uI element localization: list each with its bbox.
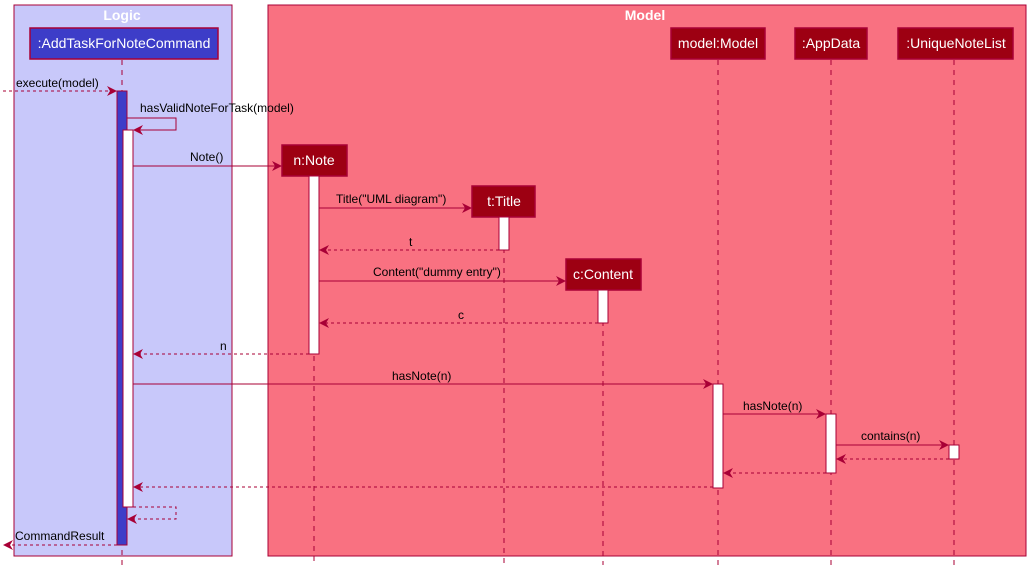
model-group-title: Model: [625, 7, 665, 23]
participant-title-label: t:Title: [487, 193, 521, 209]
label-has-valid: hasValidNoteForTask(model): [140, 101, 294, 115]
activation-notelist: [948, 444, 960, 460]
participant-content-label: c:Content: [573, 266, 633, 282]
label-contains: contains(n): [861, 429, 920, 443]
participant-notelist-label: :UniqueNoteList: [906, 35, 1006, 51]
label-note-ctor: Note(): [190, 150, 223, 164]
label-title-ret: t: [409, 235, 413, 249]
activation-note: [308, 175, 320, 355]
participant-title: t:Title: [471, 185, 536, 218]
participant-content: c:Content: [565, 258, 642, 291]
label-content-ctor: Content("dummy entry"): [373, 265, 501, 279]
participant-model-label: model:Model: [678, 35, 758, 51]
participant-appdata: :AppData: [794, 27, 868, 60]
activation-content: [597, 289, 609, 324]
participant-note: n:Note: [281, 144, 348, 177]
participant-model: model:Model: [670, 27, 766, 60]
activation-model: [712, 383, 724, 489]
participant-command: :AddTaskForNoteCommand: [29, 27, 219, 60]
participant-command-label: :AddTaskForNoteCommand: [38, 35, 211, 51]
label-result: CommandResult: [15, 529, 105, 543]
arrow-self-return: [127, 506, 177, 524]
activation-appdata: [825, 413, 837, 474]
label-content-ret: c: [458, 308, 464, 322]
label-has-note-model: hasNote(n): [392, 369, 451, 383]
activation-title: [498, 216, 510, 251]
participant-appdata-label: :AppData: [802, 35, 861, 51]
label-execute: execute(model): [16, 76, 99, 90]
label-title-ctor: Title("UML diagram"): [336, 192, 446, 206]
participant-note-label: n:Note: [293, 152, 334, 168]
logic-group-title: Logic: [103, 7, 141, 23]
arrow-has-valid: [127, 117, 177, 135]
participant-notelist: :UniqueNoteList: [897, 27, 1014, 60]
label-has-note-appdata: hasNote(n): [743, 399, 802, 413]
activation-command-inner: [122, 129, 134, 508]
label-note-ret: n: [220, 339, 227, 353]
